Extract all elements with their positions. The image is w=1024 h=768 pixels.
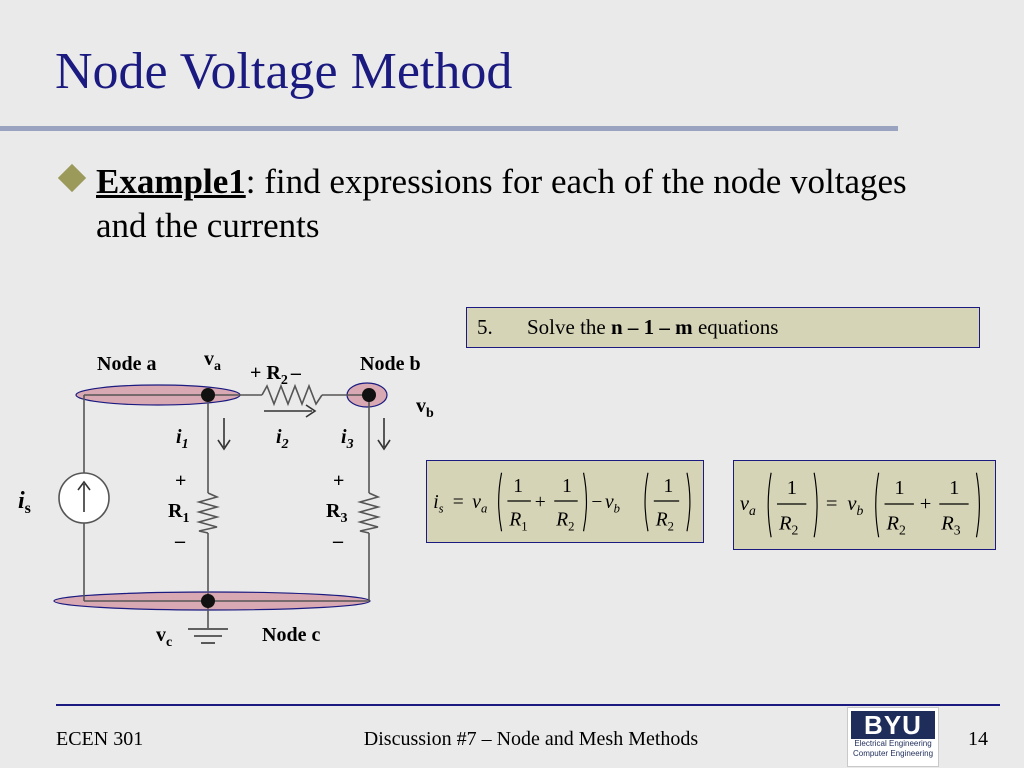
step-text: Solve the n – 1 – m equations bbox=[527, 315, 778, 340]
is-label: is bbox=[18, 488, 31, 517]
svg-text:R2: R2 bbox=[555, 509, 574, 533]
byu-logo-line1: Electrical Engineering bbox=[854, 739, 932, 748]
footer-divider bbox=[56, 704, 1000, 706]
title-divider bbox=[0, 126, 898, 131]
svg-text:vb: vb bbox=[847, 493, 863, 518]
r3-label: R3 bbox=[326, 500, 347, 526]
svg-text:R2: R2 bbox=[655, 509, 674, 533]
slide-title: Node Voltage Method bbox=[55, 43, 513, 100]
byu-logo: BYU Electrical Engineering Computer Engi… bbox=[847, 707, 939, 767]
i1-label: i1 bbox=[176, 426, 189, 452]
vc-label: vc bbox=[156, 624, 172, 650]
node-a-label: Node a bbox=[97, 353, 156, 375]
svg-text:+: + bbox=[920, 493, 932, 515]
bullet-text: Example1: find expressions for each of t… bbox=[96, 160, 916, 248]
svg-text:R2: R2 bbox=[886, 512, 907, 537]
svg-text:R1: R1 bbox=[508, 509, 527, 533]
bullet-lead: Example1 bbox=[96, 162, 246, 201]
svg-text:1: 1 bbox=[562, 476, 572, 497]
page-number: 14 bbox=[968, 728, 988, 750]
i3-label: i3 bbox=[341, 426, 354, 452]
svg-text:R2: R2 bbox=[778, 512, 799, 537]
footer-course: ECEN 301 bbox=[56, 728, 144, 750]
i2-arrowhead bbox=[305, 404, 317, 418]
current-source-arrowhead bbox=[77, 480, 91, 491]
paren-left-icon bbox=[498, 472, 503, 532]
node-c-dot bbox=[201, 594, 215, 608]
node-c-label: Node c bbox=[262, 624, 320, 646]
svg-text:−: − bbox=[591, 492, 602, 513]
svg-text:=: = bbox=[826, 493, 838, 515]
r2-resistor-icon bbox=[261, 383, 323, 407]
va-label: va bbox=[204, 348, 221, 374]
svg-text:1: 1 bbox=[664, 476, 674, 497]
svg-text:1: 1 bbox=[787, 477, 797, 499]
svg-text:1: 1 bbox=[513, 476, 523, 497]
step-text-pre: Solve the bbox=[527, 315, 611, 339]
svg-text:1: 1 bbox=[894, 477, 904, 499]
i1-arrowhead bbox=[217, 439, 231, 451]
r1-minus: – bbox=[174, 530, 186, 552]
equation-2: va 1 R2 = vb 1 R2 + 1 R3 bbox=[740, 472, 980, 538]
r1-label: R1 bbox=[168, 500, 189, 526]
bullet-body: : find expressions for each of the node … bbox=[96, 162, 907, 245]
node-b-dot bbox=[362, 388, 376, 402]
equation-1: is = va 1 R1 + 1 R2 − vb 1 R2 bbox=[433, 472, 691, 533]
circuit-diagram: Node a Node b Node c va vb vc + R2– + R1… bbox=[18, 348, 434, 650]
svg-text:=: = bbox=[453, 492, 464, 513]
svg-text:+: + bbox=[535, 492, 546, 513]
r3-minus: – bbox=[332, 530, 344, 552]
svg-text:va: va bbox=[472, 492, 487, 516]
equation-box-2: va 1 R2 = vb 1 R2 + 1 R3 bbox=[733, 460, 996, 550]
byu-logo-mark: BYU bbox=[851, 711, 935, 739]
r3-plus: + bbox=[333, 470, 344, 492]
r1-resistor-icon bbox=[196, 492, 220, 534]
equation-box-1: is = va 1 R1 + 1 R2 − vb 1 R2 bbox=[426, 460, 704, 543]
i3-arrowhead bbox=[377, 439, 391, 451]
svg-text:vb: vb bbox=[605, 492, 620, 516]
diamond-bullet-icon bbox=[57, 163, 87, 193]
byu-logo-line2: Computer Engineering bbox=[852, 749, 934, 758]
node-a-dot bbox=[201, 388, 215, 402]
r2-label: + R2– bbox=[250, 362, 302, 388]
r1-plus: + bbox=[175, 470, 186, 492]
svg-text:R3: R3 bbox=[940, 512, 961, 537]
step-text-post: equations bbox=[692, 315, 779, 339]
paren-right-icon bbox=[582, 472, 588, 532]
svg-text:va: va bbox=[740, 493, 756, 518]
vb-label: vb bbox=[416, 395, 434, 421]
step-text-bold: n – 1 – m bbox=[611, 315, 693, 339]
ground-icon bbox=[188, 628, 228, 644]
node-b-label: Node b bbox=[360, 353, 421, 375]
step-number: 5. bbox=[477, 315, 493, 339]
svg-text:1: 1 bbox=[949, 477, 959, 499]
svg-text:is: is bbox=[433, 492, 443, 516]
i2-label: i2 bbox=[276, 426, 289, 452]
r3-resistor-icon bbox=[357, 492, 381, 534]
footer-title: Discussion #7 – Node and Mesh Methods bbox=[363, 728, 699, 750]
step-box: 5. Solve the n – 1 – m equations bbox=[466, 307, 980, 348]
